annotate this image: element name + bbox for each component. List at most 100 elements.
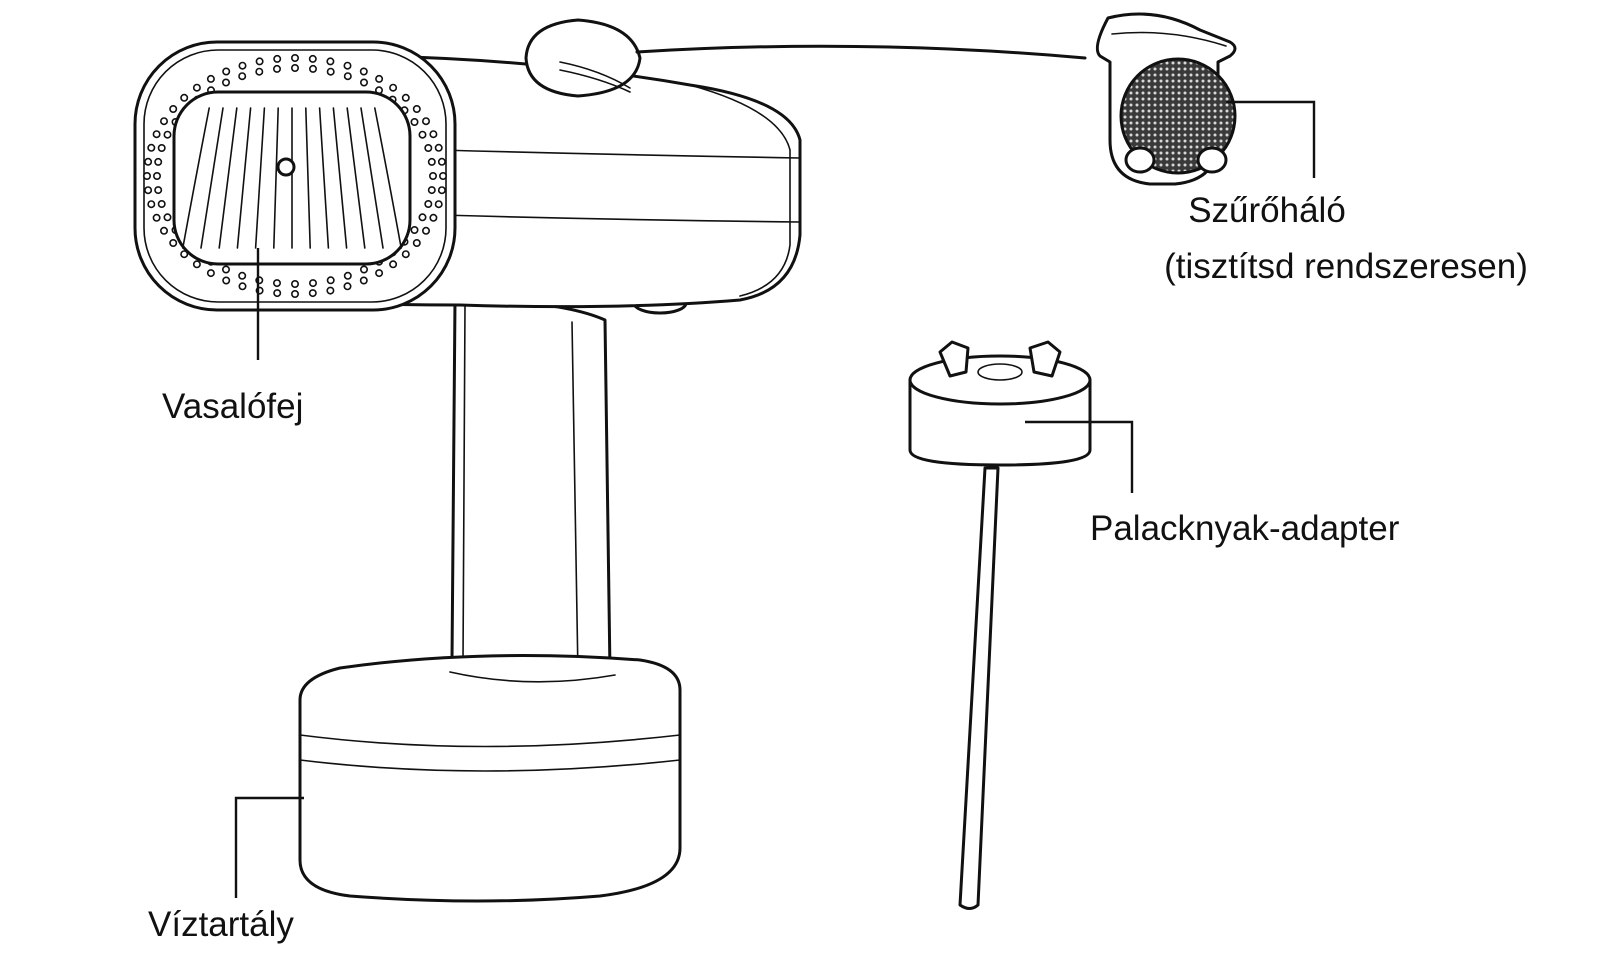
steam-hole xyxy=(206,74,215,83)
steam-hole xyxy=(192,83,201,92)
center-button xyxy=(276,157,296,177)
vent-slot xyxy=(305,107,311,249)
steam-hole xyxy=(154,186,163,195)
steam-hole xyxy=(160,117,169,126)
steam-hole xyxy=(238,61,247,70)
steam-hole xyxy=(437,186,446,195)
vent-slot xyxy=(360,107,384,249)
steam-hole xyxy=(154,157,163,166)
steam-hole xyxy=(143,172,152,181)
steam-hole xyxy=(273,289,282,298)
vent-slot xyxy=(218,107,238,249)
steam-hole xyxy=(152,130,161,139)
steam-hole xyxy=(308,64,317,73)
steam-hole xyxy=(410,118,419,127)
leader-water-tank xyxy=(234,796,304,898)
steam-hole xyxy=(144,157,153,166)
bottle-neck-adapter-illustration xyxy=(908,340,1092,910)
vent-slot xyxy=(200,107,224,249)
steam-hole xyxy=(290,289,299,298)
steam-hole xyxy=(290,53,299,62)
steam-hole xyxy=(359,67,368,76)
steam-hole xyxy=(238,271,247,280)
steam-hole xyxy=(180,93,189,102)
steam-hole xyxy=(359,78,368,87)
steam-hole xyxy=(410,226,419,235)
steam-hole xyxy=(326,67,335,76)
vent-slots xyxy=(182,107,402,249)
iron-head-face xyxy=(133,40,457,312)
steam-hole xyxy=(222,265,231,274)
steam-hole xyxy=(238,72,247,81)
steam-hole xyxy=(343,271,352,280)
steam-hole xyxy=(343,72,352,81)
steam-hole xyxy=(163,213,172,222)
steam-hole xyxy=(222,67,231,76)
leader-lines xyxy=(234,100,1316,898)
steam-hole xyxy=(401,250,410,259)
steam-hole xyxy=(152,213,161,222)
steam-hole xyxy=(290,64,299,73)
steam-hole xyxy=(255,57,264,66)
steam-hole xyxy=(359,276,368,285)
vent-slot xyxy=(374,107,402,249)
label-filter-mesh: Szűrőháló xyxy=(1188,191,1346,230)
steam-hole xyxy=(389,83,398,92)
steam-holes xyxy=(143,53,447,298)
steam-hole xyxy=(147,143,156,152)
steam-hole xyxy=(272,279,281,288)
steam-hole xyxy=(343,61,352,70)
steam-hole xyxy=(412,239,421,248)
steam-hole xyxy=(169,239,178,248)
steam-hole xyxy=(308,289,317,298)
steam-hole xyxy=(255,67,264,76)
vent-slot xyxy=(318,107,330,249)
steam-hole xyxy=(157,144,166,153)
vent-slot xyxy=(254,107,266,249)
vent-slot xyxy=(182,107,210,249)
steam-hole xyxy=(427,186,436,195)
leader-filter-mesh xyxy=(1226,100,1316,178)
vent-slot xyxy=(346,107,366,249)
steam-hole xyxy=(144,186,153,195)
steam-hole xyxy=(389,260,398,269)
steam-hole xyxy=(147,200,156,209)
label-water-tank: Víztartály xyxy=(148,905,294,944)
filter-mesh xyxy=(1119,57,1237,175)
steam-hole xyxy=(428,172,437,181)
steam-hole xyxy=(222,276,231,285)
steam-hole xyxy=(290,279,299,288)
steam-hole xyxy=(424,200,433,209)
steam-hole xyxy=(434,143,443,152)
steam-hole xyxy=(418,130,427,139)
steam-hole xyxy=(308,279,317,288)
steam-hole xyxy=(308,54,317,63)
steam-hole xyxy=(421,117,430,126)
steam-hole xyxy=(273,54,282,63)
steam-hole xyxy=(326,286,335,295)
steam-hole xyxy=(438,172,447,181)
steam-hole xyxy=(375,74,384,83)
water-tank xyxy=(298,654,682,903)
steam-hole xyxy=(157,200,166,209)
steam-hole xyxy=(429,130,438,139)
leader-bottle-adapter xyxy=(1025,420,1134,493)
steam-hole xyxy=(326,276,335,285)
label-bottle-neck-adapter: Palacknyak-adapter xyxy=(1090,509,1400,548)
vent-slot xyxy=(273,107,279,249)
steam-hole xyxy=(401,93,410,102)
steam-hole xyxy=(169,105,178,114)
steam-hole xyxy=(222,78,231,87)
steamer-illustration xyxy=(133,18,802,903)
steam-hole xyxy=(434,200,443,209)
steam-hole xyxy=(424,144,433,153)
filter-mesh-illustration xyxy=(635,12,1237,186)
steam-hole xyxy=(153,172,162,181)
steamer-handle xyxy=(450,291,688,681)
steam-hole xyxy=(238,282,247,291)
steam-hole xyxy=(192,260,201,269)
steam-hole xyxy=(359,265,368,274)
vent-slot xyxy=(236,107,252,249)
steam-hole xyxy=(412,105,421,114)
